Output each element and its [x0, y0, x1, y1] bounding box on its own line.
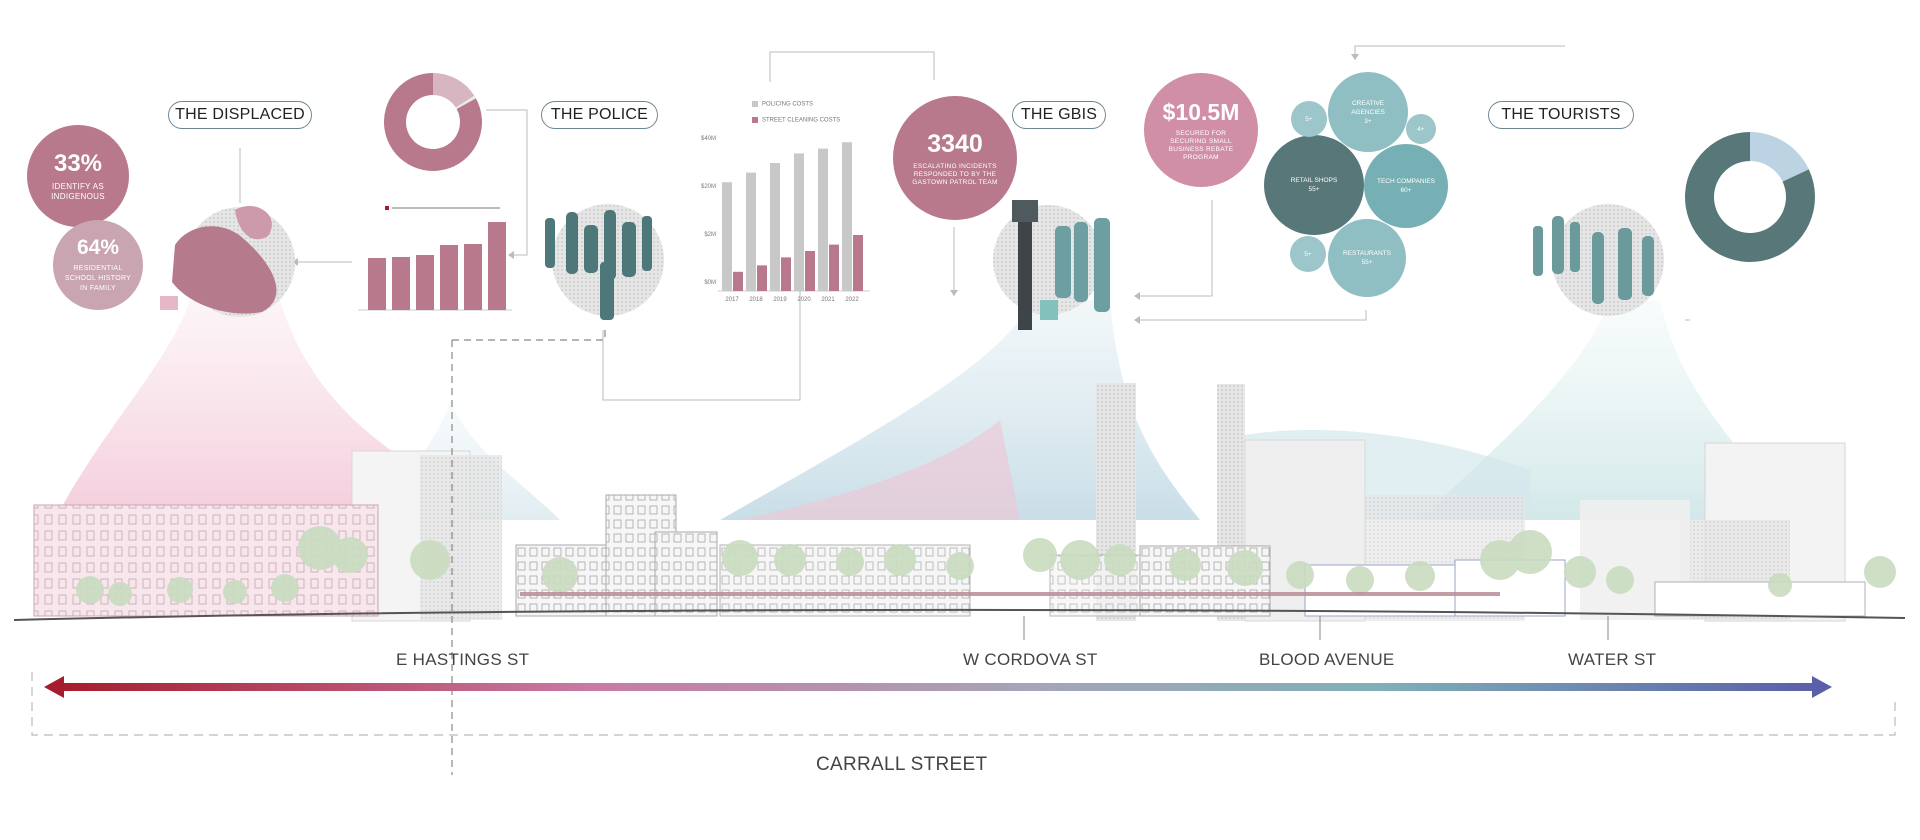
displaced-bar-chart	[358, 206, 512, 311]
bubble-restaurants-value: 55+	[1361, 259, 1373, 266]
bubble-creative-label: CREATIVE AGENCIES	[1351, 99, 1385, 116]
bars1-bar-2	[416, 255, 434, 310]
donut1-slice-0	[433, 73, 475, 108]
label-the-police: THE POLICE	[541, 101, 658, 129]
legend-cleaning-label: STREET CLEANING COSTS	[762, 117, 841, 124]
bubble-retail-label: RETAIL SHOPS	[1290, 177, 1338, 184]
label-the-tourists: THE TOURISTS	[1488, 101, 1634, 129]
street-e-hastings: E HASTINGS ST	[396, 650, 530, 669]
bars2-policing-bar-2	[770, 163, 780, 291]
bars2-xtick-5: 2022	[845, 297, 859, 303]
bubble-small-left-bottom-value: 5+	[1304, 250, 1312, 258]
bubble-restaurants-label: RESTAURANTS	[1343, 250, 1391, 257]
stat-residential-value: 64%	[76, 236, 120, 259]
bars2-ytick-3: $0M	[704, 280, 716, 286]
stat-grant-caption: SECURED FOR SECURING SMALL BUSINESS REBA…	[1168, 129, 1234, 161]
displaced-donut-chart	[384, 73, 482, 171]
bars2-cleaning-bar-4	[829, 244, 839, 291]
stat-grant: $10.5M SECURED FOR SECURING SMALL BUSINE…	[1144, 73, 1258, 187]
bars2-cleaning-bar-0	[733, 271, 743, 291]
police-chart-legend-policing: POLICING COSTS	[752, 101, 813, 109]
police-chart-legend-cleaning: STREET CLEANING COSTS	[752, 117, 840, 125]
street-w-cordova: W CORDOVA ST	[963, 650, 1098, 669]
police-costs-bar-chart: 2017 2018 2019 2020 2021 2022 $40M $20M $2M $0M	[701, 136, 870, 303]
stat-grant-value: $10.5M	[1162, 98, 1240, 125]
legend-swatch-policing	[752, 101, 758, 107]
bars2-xtick-0: 2017	[725, 297, 739, 303]
street-blood-avenue: BLOOD AVENUE	[1259, 650, 1395, 669]
bubble-restaurants: RESTAURANTS 55+	[1328, 219, 1406, 297]
bubble-tech-label: TECH COMPANIES	[1376, 178, 1436, 185]
bars2-policing-bar-5	[842, 142, 852, 291]
bars2-ytick-0: $40M	[701, 136, 716, 142]
stat-residential-caption: RESIDENTIAL SCHOOL HISTORY IN FAMILY	[64, 265, 132, 292]
bars2-ytick-2: $2M	[704, 232, 716, 238]
donut2-slice-1	[1685, 132, 1815, 262]
bubble-tech-companies: TECH COMPANIES 60+	[1364, 144, 1448, 228]
stat-residential-school: 64% RESIDENTIAL SCHOOL HISTORY IN FAMILY	[53, 220, 143, 310]
bars1-bar-3	[440, 245, 458, 310]
bars2-xtick-1: 2018	[749, 297, 763, 303]
bubble-small-right-top-value: 4+	[1417, 125, 1425, 133]
stat-indigenous-value: 33%	[53, 150, 103, 177]
bars2-cleaning-bar-1	[757, 265, 767, 291]
bubble-small-right-top: 4+	[1406, 114, 1436, 144]
bubble-retail-shops: RETAIL SHOPS 55+	[1264, 135, 1364, 235]
donut1-slice-1	[455, 95, 476, 109]
bubble-small-left-bottom: 5+	[1290, 236, 1326, 272]
bubble-retail-value: 55+	[1308, 186, 1320, 193]
bars2-policing-bar-1	[746, 172, 756, 291]
bars2-cleaning-bar-3	[805, 251, 815, 291]
bars2-policing-bar-4	[818, 148, 828, 291]
bars1-legend-swatch	[385, 206, 389, 210]
bars2-xtick-2: 2019	[773, 297, 787, 303]
bubble-tech-value: 60+	[1400, 187, 1412, 194]
bubble-creative-agencies: CREATIVE AGENCIES 3+	[1328, 72, 1408, 152]
label-the-gbis: THE GBIS	[1012, 101, 1106, 129]
donut2-slice-0	[1750, 132, 1809, 182]
tourists-donut-chart	[1685, 132, 1815, 262]
bars1-bar-1	[392, 257, 410, 310]
street-carrall: CARRALL STREET	[816, 754, 988, 775]
stat-incidents: 3340 ESCALATING INCIDENTS RESPONDED TO B…	[893, 96, 1017, 220]
label-the-displaced: THE DISPLACED	[168, 101, 312, 129]
bars1-bar-0	[368, 258, 386, 310]
bubble-creative-value: 3+	[1364, 117, 1372, 125]
bars2-xtick-4: 2021	[821, 297, 835, 303]
stat-indigenous: 33% IDENTIFY AS INDIGENOUS	[27, 125, 129, 227]
bars2-cleaning-bar-5	[853, 235, 863, 291]
bars2-policing-bar-0	[722, 182, 732, 291]
legend-swatch-cleaning	[752, 117, 758, 123]
bars2-policing-bar-3	[794, 153, 804, 291]
bars2-ytick-1: $20M	[701, 184, 716, 190]
legend-policing-label: POLICING COSTS	[762, 101, 814, 108]
stat-indigenous-caption: IDENTIFY AS INDIGENOUS	[51, 182, 105, 201]
bars1-bar-5	[488, 222, 506, 310]
bars2-cleaning-bar-2	[781, 257, 791, 291]
bubble-small-left-top: 5+	[1291, 101, 1327, 137]
stat-incidents-caption: ESCALATING INCIDENTS RESPONDED TO BY THE…	[912, 162, 998, 186]
street-water: WATER ST	[1568, 650, 1657, 669]
bars1-bar-4	[464, 244, 482, 310]
bubble-small-left-top-value: 5+	[1305, 115, 1313, 123]
donut1-slice-2	[384, 73, 482, 171]
stat-incidents-value: 3340	[927, 129, 983, 158]
bars2-xtick-3: 2020	[797, 297, 811, 303]
